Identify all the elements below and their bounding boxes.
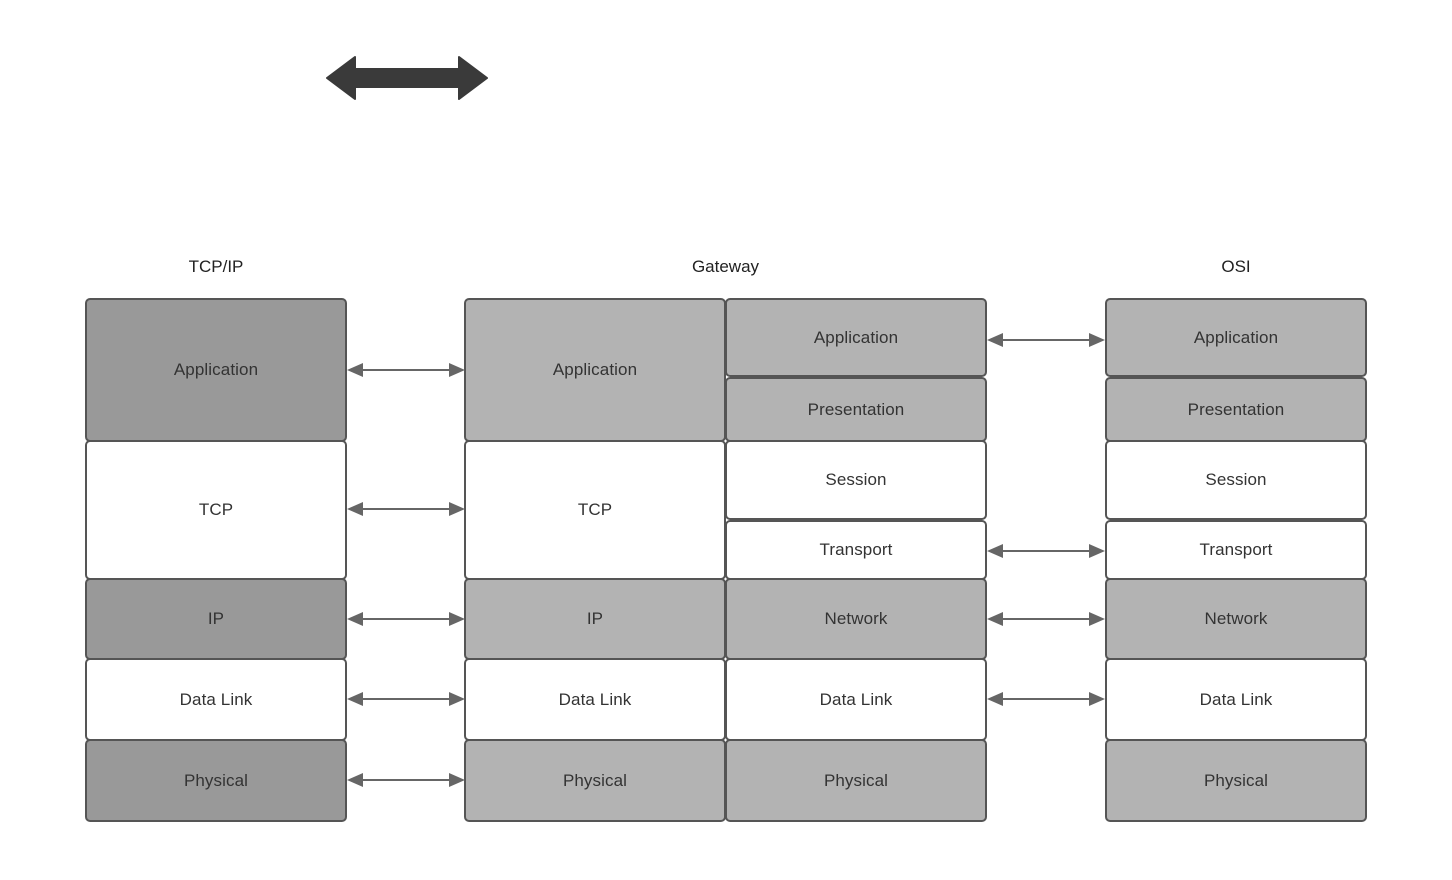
connector-gateway-osi-network <box>987 609 1105 629</box>
layer-gateway-right-physical[interactable]: Physical <box>725 739 987 822</box>
layer-osi-application[interactable]: Application <box>1105 298 1367 377</box>
connector-gateway-osi-transport <box>987 541 1105 561</box>
layer-gateway-right-network[interactable]: Network <box>725 578 987 660</box>
layer-osi-transport[interactable]: Transport <box>1105 520 1367 580</box>
layer-gateway-left-ip[interactable]: IP <box>464 578 726 660</box>
layer-tcpip-physical[interactable]: Physical <box>85 739 347 822</box>
layer-tcpip-application[interactable]: Application <box>85 298 347 442</box>
layer-gateway-left-application[interactable]: Application <box>464 298 726 442</box>
layer-osi-network[interactable]: Network <box>1105 578 1367 660</box>
connector-gateway-osi-application <box>987 330 1105 350</box>
layer-osi-presentation[interactable]: Presentation <box>1105 377 1367 442</box>
layer-gateway-right-data-link[interactable]: Data Link <box>725 658 987 741</box>
layer-gateway-right-transport[interactable]: Transport <box>725 520 987 580</box>
connector-tcpip-gateway-application <box>347 360 465 380</box>
layer-gateway-right-application[interactable]: Application <box>725 298 987 377</box>
connector-gateway-osi-data-link <box>987 689 1105 709</box>
bidirectional-arrow <box>325 54 489 102</box>
layer-gateway-left-tcp[interactable]: TCP <box>464 440 726 580</box>
layer-osi-data-link[interactable]: Data Link <box>1105 658 1367 741</box>
connector-tcpip-gateway-ip <box>347 609 465 629</box>
layer-gateway-right-presentation[interactable]: Presentation <box>725 377 987 442</box>
layer-tcpip-ip[interactable]: IP <box>85 578 347 660</box>
layer-osi-physical[interactable]: Physical <box>1105 739 1367 822</box>
connector-tcpip-gateway-tcp <box>347 499 465 519</box>
connector-tcpip-gateway-physical <box>347 770 465 790</box>
column-title-gateway: Gateway <box>691 257 760 276</box>
layer-tcpip-tcp[interactable]: TCP <box>85 440 347 580</box>
column-title-tcpip: TCP/IP <box>188 257 244 276</box>
layer-gateway-right-session[interactable]: Session <box>725 440 987 520</box>
column-title-osi: OSI <box>1221 257 1251 276</box>
layer-gateway-left-physical[interactable]: Physical <box>464 739 726 822</box>
connector-tcpip-gateway-data-link <box>347 689 465 709</box>
layer-gateway-left-data-link[interactable]: Data Link <box>464 658 726 741</box>
layer-tcpip-data-link[interactable]: Data Link <box>85 658 347 741</box>
layer-osi-session[interactable]: Session <box>1105 440 1367 520</box>
